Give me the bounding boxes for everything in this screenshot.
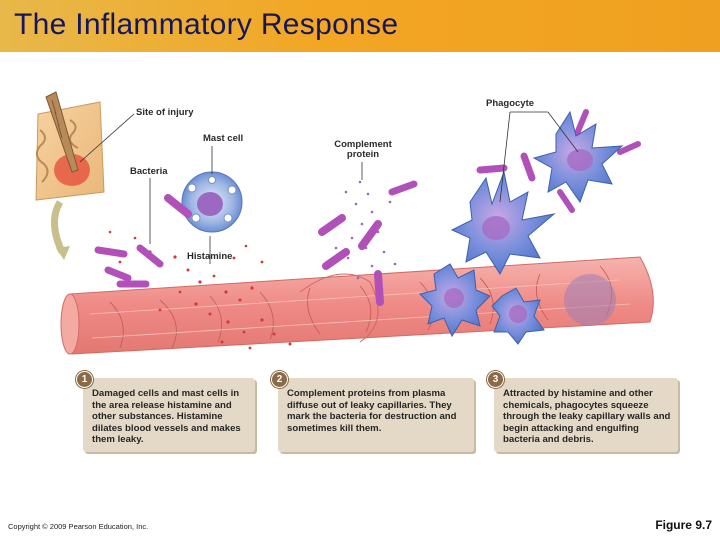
page-title: The Inflammatory Response bbox=[14, 8, 399, 41]
step-1-box: Damaged cells and mast cells in the area… bbox=[83, 378, 255, 452]
phagocyte-upper bbox=[532, 110, 624, 204]
label-mast-cell: Mast cell bbox=[203, 133, 244, 144]
label-phagocyte: Phagocyte bbox=[486, 98, 535, 109]
inflammation-diagram: Site of injury Mast cell Bacteria Histam… bbox=[0, 52, 720, 472]
label-complement-protein: Complement protein bbox=[334, 139, 392, 160]
leader-lines bbox=[79, 111, 579, 264]
histamine-dots bbox=[108, 230, 292, 350]
figure-number: Figure 9.7 bbox=[655, 518, 712, 532]
diagram-illustration bbox=[35, 91, 654, 355]
skin-inset bbox=[35, 91, 105, 260]
label-site-of-injury: Site of injury bbox=[136, 107, 194, 118]
blood-vessel bbox=[60, 256, 654, 355]
phagocyte-large bbox=[450, 170, 556, 276]
copyright-text: Copyright © 2009 Pearson Education, Inc. bbox=[8, 522, 149, 531]
phagocyte-in-wall bbox=[564, 274, 616, 326]
step-2-box: Complement proteins from plasma diffuse … bbox=[278, 378, 474, 452]
step-2-number: 2 bbox=[271, 371, 288, 388]
label-bacteria: Bacteria bbox=[130, 166, 168, 177]
step-2-text: Complement proteins from plasma diffuse … bbox=[287, 388, 457, 434]
mast-cell bbox=[181, 171, 243, 233]
step-1-text: Damaged cells and mast cells in the area… bbox=[92, 388, 241, 446]
label-histamine: Histamine bbox=[187, 251, 233, 262]
bacteria-group bbox=[94, 109, 641, 306]
step-1-number: 1 bbox=[76, 371, 93, 388]
title-bar: The Inflammatory Response bbox=[0, 0, 720, 52]
step-3-box: Attracted by histamine and other chemica… bbox=[494, 378, 678, 452]
complement-protein-dots bbox=[334, 180, 397, 280]
step-3-number: 3 bbox=[487, 371, 504, 388]
phagocyte-in-vessel bbox=[419, 263, 545, 345]
step-3-text: Attracted by histamine and other chemica… bbox=[503, 388, 671, 446]
